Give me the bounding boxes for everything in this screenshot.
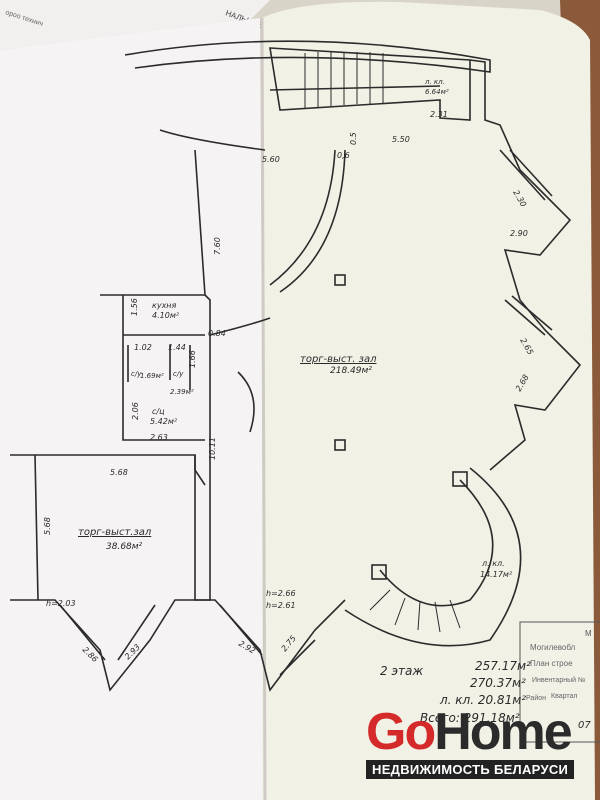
dimension: 5.68 xyxy=(43,517,52,535)
dimension: 10.11 xyxy=(208,437,217,460)
room-area: 14.17м² xyxy=(480,570,513,579)
dimension: 0.5 xyxy=(349,132,358,145)
stamp-corner: М xyxy=(585,629,592,638)
room-area: 6.64м² xyxy=(425,88,449,96)
stamp-line: Инвентарный № xyxy=(532,676,585,684)
dimension: 1.66 xyxy=(188,350,197,368)
dimension: 5.60 xyxy=(262,155,280,164)
room-name: с/у xyxy=(173,370,184,378)
stairs-area: л. кл. 20.81м² xyxy=(439,693,526,707)
room-name: торг-выст. зал xyxy=(300,354,377,365)
stamp-line: План строе xyxy=(530,659,573,668)
room-labels: л. кл. 6.64м² кухня 4.10м² с/у 1.69м² с/… xyxy=(78,78,513,579)
stamp-quarter: Квартал xyxy=(551,693,577,700)
floor-label: 2 этаж xyxy=(380,664,423,678)
stamp-sheet: 07 xyxy=(578,720,591,731)
dimension: 1.44 xyxy=(168,343,186,352)
room-area: 5.42м² xyxy=(150,417,178,426)
room-area: 2.39м² xyxy=(170,388,194,396)
dimension: h=2.03 xyxy=(46,599,76,608)
area-summary: 2 этаж 257.17м² 270.37м² л. кл. 20.81м² … xyxy=(380,659,531,725)
area-value: 270.37м² xyxy=(470,676,526,690)
room-area: 1.69м² xyxy=(140,372,164,380)
dimension: 2.63 xyxy=(150,433,168,442)
area-value: 257.17м² xyxy=(475,659,531,673)
room-name: л. кл. xyxy=(424,78,445,86)
room-area: 4.10м² xyxy=(152,311,180,320)
room-name: торг-выст.зал xyxy=(78,527,152,538)
dimension: 5.50 xyxy=(392,135,410,144)
room-area: 38.68м² xyxy=(106,542,143,552)
background-document xyxy=(0,0,270,50)
dimension: h=2.66 xyxy=(266,589,296,598)
dimension: 7.60 xyxy=(213,237,222,255)
dimension: 2.31 xyxy=(430,110,448,119)
inventory-stamp: М Могилевобл План строе Инвентарный № Ра… xyxy=(519,621,600,743)
dimension: 2.06 xyxy=(131,402,140,420)
dimension: h=2.61 xyxy=(266,601,296,610)
plan-walls xyxy=(10,40,582,692)
dimension: 1.02 xyxy=(134,343,152,352)
room-name: с/у xyxy=(131,370,142,378)
stamp-district: Район xyxy=(526,694,546,702)
gohome-logo: GoHome НЕДВИЖИМОСТЬ БЕЛАРУСИ xyxy=(366,703,575,779)
logo-go: Go xyxy=(366,703,436,761)
room-area: 218.49м² xyxy=(330,366,372,376)
dimension: 5.68 xyxy=(110,468,128,477)
room-name: л. кл. xyxy=(481,559,505,568)
logo-home: Home xyxy=(434,703,572,761)
logo-tagline: НЕДВИЖИМОСТЬ БЕЛАРУСИ xyxy=(366,760,575,779)
dimension: 2.90 xyxy=(510,229,528,238)
stamp-line: Могилевобл xyxy=(530,643,576,652)
total-area: Всего: 291.18м² xyxy=(420,711,520,725)
room-name: кухня xyxy=(152,301,177,310)
dimension: 1.56 xyxy=(130,298,139,316)
room-name: с/ц xyxy=(152,407,165,416)
dimension: 0.84 xyxy=(208,329,226,338)
dimension: 0,6 xyxy=(337,151,350,160)
